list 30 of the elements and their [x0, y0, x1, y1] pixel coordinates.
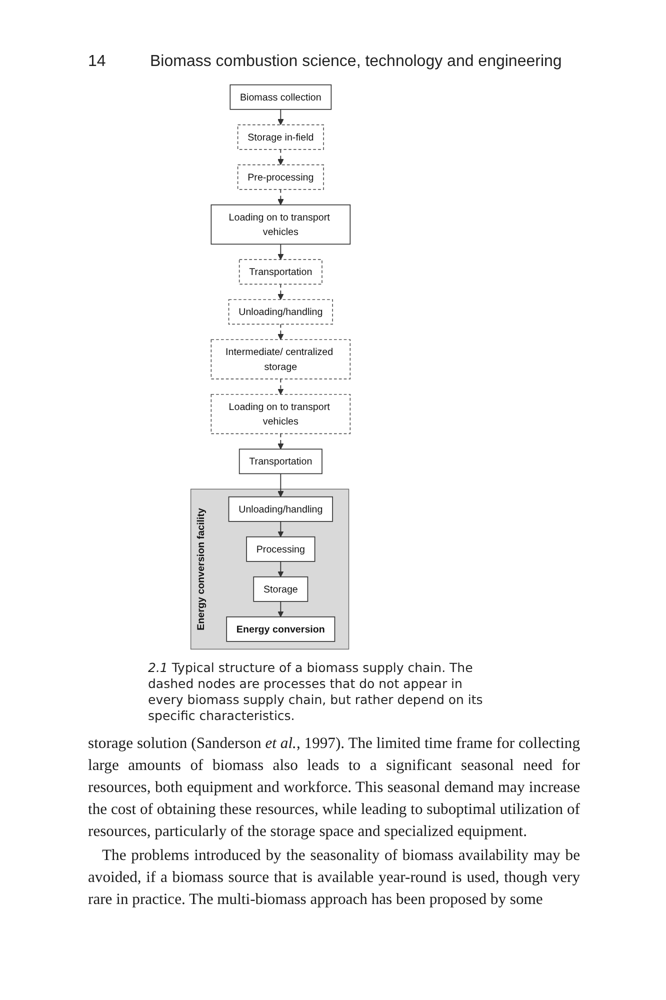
process-box: Transportation: [238, 448, 322, 474]
arrow: [277, 188, 284, 206]
arrow: [277, 108, 284, 126]
dashed-process-box: Loading on to transport vehicles: [210, 394, 350, 434]
figure-caption: 2.1 Typical structure of a biomass supply chain. The dashed nodes are processes that do not appear in every biomass supply chain, but rather depend on its specific characteristics.: [148, 660, 484, 724]
dashed-process-box: Unloading/handling: [228, 299, 332, 325]
dashed-process-box: Intermediate/ centralized storage: [210, 339, 350, 380]
process-box: Loading on to transport vehicles: [210, 204, 350, 245]
body-paragraph: The problems introduced by the seasonality of biomass availability may be avoided, if a biomass source that is available year-round is used, though very rare in practice. The multi-biomass approach has been proposed by some: [88, 846, 580, 910]
arrow: [277, 433, 284, 450]
arrow: [277, 560, 284, 578]
process-box: Energy conversion: [226, 616, 335, 642]
dashed-process-box: Pre-processing: [236, 164, 324, 190]
arrow: [277, 473, 284, 498]
process-box: Unloading/handling: [228, 496, 332, 522]
arrow: [277, 324, 284, 340]
process-box: Processing: [246, 536, 315, 562]
process-box: Biomass collection: [229, 84, 332, 110]
arrow: [277, 378, 284, 395]
running-head: Biomass combustion science, technology and engineering: [150, 52, 562, 72]
arrow: [277, 600, 284, 618]
process-box: Storage: [252, 576, 308, 602]
dashed-process-box: Storage in-field: [236, 124, 324, 150]
page-number: 14: [88, 52, 106, 72]
arrow: [277, 148, 284, 166]
arrow: [277, 520, 284, 538]
dashed-process-box: Transportation: [238, 259, 322, 285]
body-paragraph: storage solution (Sanderson et al., 1997). The limited time frame for collecting large amounts of biomass also leads to a significant seasonal need for resources, both equipment and workforce. This seasonal demand may increase the cost of obtaining these resources, while leading to suboptimal utilization of resources, particularly of the storage space and specialized equipment.: [88, 734, 580, 842]
arrow: [277, 284, 284, 300]
arrow: [277, 244, 284, 260]
